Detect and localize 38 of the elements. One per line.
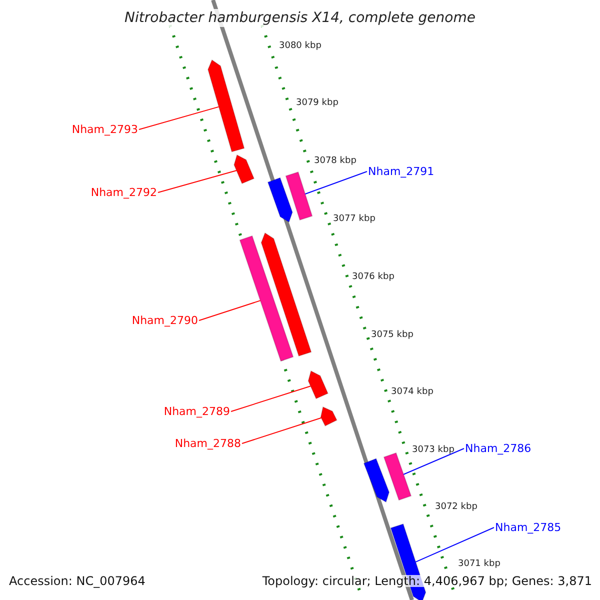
gene-label: Nham_2790 — [132, 315, 198, 326]
scale-label: 3076 kbp — [352, 273, 394, 282]
scale-label: 3077 kbp — [333, 215, 376, 224]
gene-feature — [285, 171, 313, 221]
leader-line — [242, 417, 322, 444]
footer-text: Topology: circular; Length: 4,406,967 bp; Genes: 3,871 — [262, 575, 592, 587]
gene-label: Nham_2786 — [465, 443, 532, 454]
gene-label: Nham_2792 — [90, 187, 157, 198]
gene-label: Nham_2793 — [72, 124, 138, 135]
scale-label: 3075 kbp — [371, 331, 414, 340]
gene-feature — [383, 452, 412, 501]
scale-label: 3080 kbp — [279, 42, 322, 51]
leader-line — [403, 448, 464, 475]
gene-feature — [207, 59, 245, 152]
gene-feature — [239, 235, 294, 362]
gene-label: Nham_2785 — [495, 522, 562, 533]
scale-label: 3071 kbp — [458, 560, 500, 569]
gene-feature — [267, 177, 293, 223]
gene-label: Nham_2788 — [174, 438, 241, 449]
leader-line — [230, 386, 312, 412]
leader-line — [158, 170, 238, 193]
leader-line — [304, 171, 368, 195]
scale-label: 3078 kbp — [314, 157, 356, 166]
gene-feature — [320, 406, 338, 427]
gene-feature — [234, 154, 255, 184]
leader-line — [415, 527, 494, 562]
footer-text: Accession: NC_007964 — [9, 575, 146, 587]
leader-line — [138, 106, 220, 130]
scale-label: 3079 kbp — [296, 99, 338, 108]
gene-feature — [308, 370, 329, 400]
scale-label: 3073 kbp — [412, 446, 454, 455]
gene-label: Nham_2789 — [164, 406, 230, 417]
gene-feature — [260, 232, 312, 357]
leader-line — [198, 300, 261, 321]
scale-label: 3072 kbp — [435, 503, 478, 512]
gene-label: Nham_2791 — [368, 166, 434, 177]
scale-label: 3074 kbp — [391, 388, 434, 397]
gene-feature — [363, 458, 390, 503]
